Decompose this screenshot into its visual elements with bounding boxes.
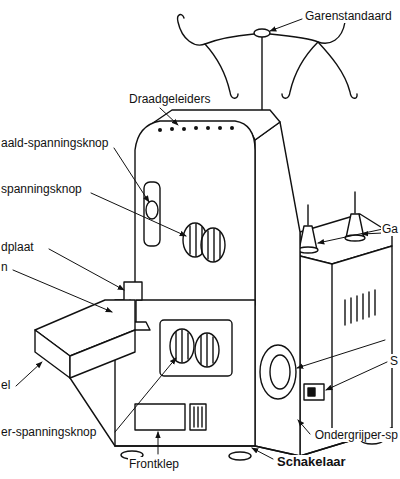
part-label: Garenstandaard (304, 9, 393, 23)
leader-line (252, 448, 273, 459)
part-label: Schakelaar (276, 455, 347, 469)
leader-line (114, 148, 149, 202)
handwheel-hub (270, 355, 290, 389)
spool-holder (298, 192, 365, 253)
stand-hook (318, 42, 357, 98)
thread-guide (170, 127, 174, 131)
part-label: Ondergrijper-sp (314, 428, 399, 442)
leader-line (158, 432, 159, 454)
foot (229, 452, 251, 460)
thread-guides (158, 126, 234, 132)
bed-front (35, 330, 70, 378)
part-label: Frontklep (128, 457, 180, 471)
head-front (135, 121, 255, 305)
switch-rocker (308, 388, 315, 396)
tension-slot (144, 182, 160, 246)
dial-ridges (190, 224, 220, 261)
part-label: Ga (381, 222, 399, 236)
thread-guide (182, 127, 186, 131)
leader-line (326, 362, 387, 390)
leader-line (49, 249, 124, 290)
part-label: er-spanningsknop (0, 425, 97, 439)
grill (190, 404, 206, 430)
leader-line (362, 233, 383, 234)
tension-dial (201, 228, 225, 262)
thread-guide (194, 126, 198, 130)
leader-line (298, 420, 310, 434)
leader-line (91, 193, 186, 236)
spool-pin (354, 192, 355, 213)
leader-line (160, 108, 178, 125)
part-label: S (389, 354, 399, 368)
stand-hub (254, 29, 270, 37)
needle-tension-knob (146, 201, 158, 219)
spool-base (298, 247, 318, 253)
leader-line (297, 340, 385, 368)
switch (304, 384, 324, 400)
handwheel (260, 345, 296, 399)
part-label: spanningsknop (0, 182, 83, 196)
part-label: n (0, 260, 9, 274)
leader-line (115, 358, 176, 432)
leader-lines (13, 19, 387, 459)
bed-side (70, 330, 135, 378)
thread-guide (230, 126, 234, 130)
spool-pin (307, 205, 308, 225)
lower-body (115, 300, 255, 446)
dial-ridges (176, 330, 213, 366)
stand-arm (178, 15, 254, 45)
part-label: Draadgeleiders (128, 92, 211, 106)
part-label: aald-spanningsknop (0, 136, 109, 150)
thread-guide (218, 126, 222, 130)
leader-line (13, 270, 112, 312)
spool-base (345, 235, 365, 241)
side-housing (300, 246, 392, 456)
part-label: dplaat (0, 240, 35, 254)
part-label: el (0, 378, 11, 392)
leader-line (318, 229, 383, 243)
dial-recess (160, 320, 232, 376)
leader-line (16, 362, 42, 386)
grill-slots (194, 407, 202, 427)
vent-slots (345, 290, 375, 325)
vent-slot (345, 290, 375, 325)
housing-edge (331, 264, 332, 440)
thread-guide (206, 126, 210, 130)
thread-guide (158, 128, 162, 132)
head-side (255, 122, 300, 456)
front-flap (135, 404, 185, 430)
stand-hook (282, 42, 318, 98)
stand-hook (205, 44, 238, 98)
leader-line (270, 19, 302, 31)
